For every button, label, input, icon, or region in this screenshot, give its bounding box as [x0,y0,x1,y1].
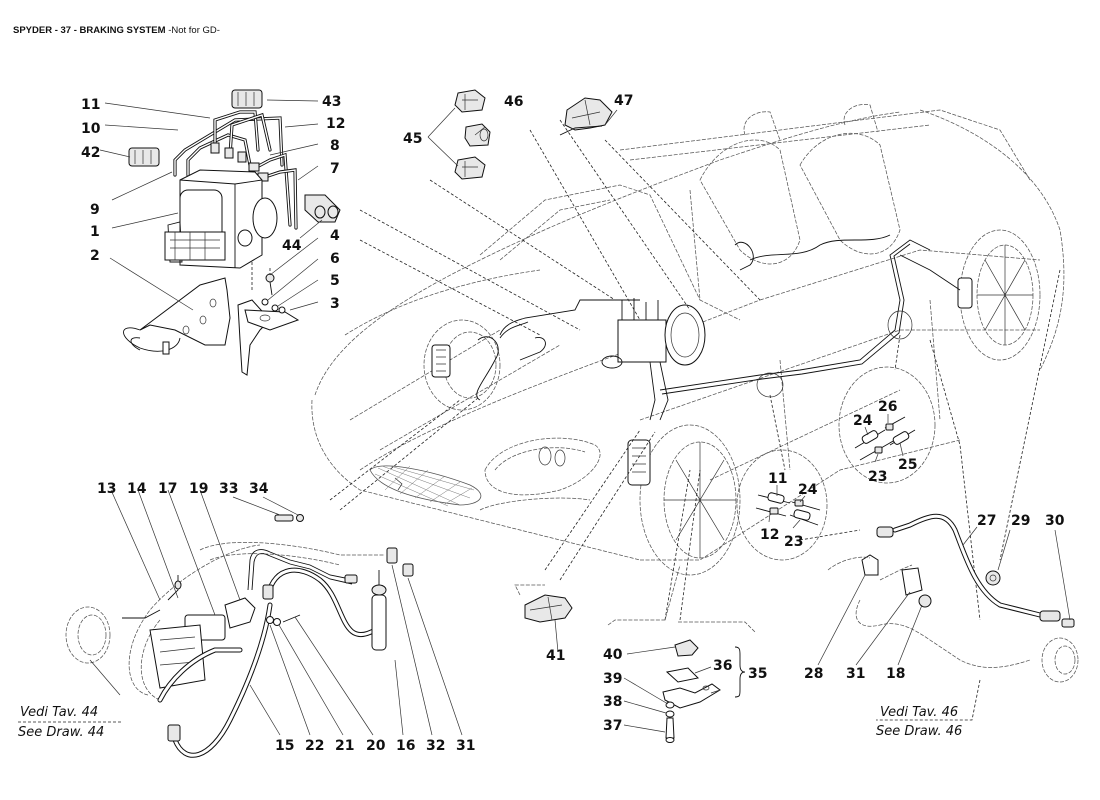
callout-18: 18 [886,666,905,682]
callout-10: 10 [81,121,101,137]
junction-b-callout-26: 26 [878,399,897,415]
callout-47: 47 [614,93,633,109]
callout-3: 3 [330,296,340,312]
rear-hose-callout-leaders [817,526,1071,666]
callout-2: 2 [90,248,100,264]
title-note: -Not for GD- [168,25,220,36]
callout-14: 14 [127,481,147,497]
callout-6: 6 [330,251,340,267]
callout-45: 45 [403,131,422,147]
front-hose-callout-leaders [89,489,463,736]
callout-36: 36 [713,658,732,674]
callout-1: 1 [90,224,100,240]
callout-7: 7 [330,161,340,177]
callout-34: 34 [249,481,269,497]
reference-right[interactable]: Vedi Tav. 46 See Draw. 46 [876,679,981,739]
callout-13: 13 [97,481,116,497]
page-title: SPYDER - 37 - BRAKING SYSTEM -Not for GD… [13,25,220,36]
junction-detail-a [736,449,828,561]
wheel-spokes-front [664,442,736,558]
callout-11: 11 [81,97,100,113]
wheel-spokes-rear [977,245,1033,345]
callout-31: 31 [456,738,475,754]
callout-8: 8 [330,138,340,154]
callout-21: 21 [335,738,354,754]
junction-b-callout-23: 23 [868,469,887,485]
callout-39: 39 [603,671,622,687]
clip-callout-leaders [427,107,618,167]
callout-9: 9 [90,202,100,218]
clip-bracket-callout-leaders [554,619,721,733]
leader-lines [329,119,1061,621]
grille-mesh [374,465,475,507]
brace-35 [734,646,746,698]
junction-b-callout-24: 24 [853,413,873,429]
callout-35: 35 [748,666,767,682]
reference-left-en[interactable]: See Draw. 44 [18,725,104,740]
callout-40: 40 [603,647,623,663]
reference-right-en[interactable]: See Draw. 46 [876,724,962,739]
callout-29: 29 [1011,513,1030,529]
title-main: SPYDER - 37 - BRAKING SYSTEM [13,25,169,36]
callout-28: 28 [804,666,823,682]
callout-15: 15 [275,738,294,754]
reference-left-it[interactable]: Vedi Tav. 44 [20,705,98,720]
callout-38: 38 [603,694,622,710]
front-hose-assembly [65,514,414,758]
junction-b-callout-25: 25 [898,457,917,473]
callout-41: 41 [546,648,565,664]
clip-bracket-parts [514,564,756,743]
junction-a-callout-24: 24 [798,482,818,498]
callout-37: 37 [603,718,622,734]
callout-16: 16 [396,738,415,754]
junction-b-leaders [864,414,904,463]
callout-43: 43 [322,94,341,110]
junction-a-callout-11: 11 [768,471,787,487]
callout-31-rear: 31 [846,666,865,682]
callout-46: 46 [504,94,523,110]
callout-19: 19 [189,481,208,497]
abs-callout-leaders [99,99,323,311]
callout-30: 30 [1045,513,1065,529]
brake-lines-on-car [499,234,961,421]
junction-a-callout-12: 12 [760,527,779,543]
callout-22: 22 [305,738,324,754]
car-body-illustration [311,104,1065,576]
reference-left[interactable]: Vedi Tav. 44 See Draw. 44 [18,705,122,740]
callout-20: 20 [366,738,386,754]
callout-4: 4 [330,228,340,244]
caliper-clips [454,89,613,180]
callout-17: 17 [158,481,177,497]
callout-5: 5 [330,273,340,289]
junction-a-leaders [768,485,806,529]
junction-a-callout-23: 23 [784,534,803,550]
callout-27: 27 [977,513,996,529]
callout-32: 32 [426,738,445,754]
callout-12: 12 [326,116,345,132]
callout-33: 33 [219,481,238,497]
callout-42: 42 [81,145,100,161]
abs-modulator-assembly [123,89,341,376]
junction-detail-b [838,366,936,484]
callout-44: 44 [282,238,302,254]
rear-hose-assembly [827,513,1079,683]
reference-right-it[interactable]: Vedi Tav. 46 [880,705,958,720]
